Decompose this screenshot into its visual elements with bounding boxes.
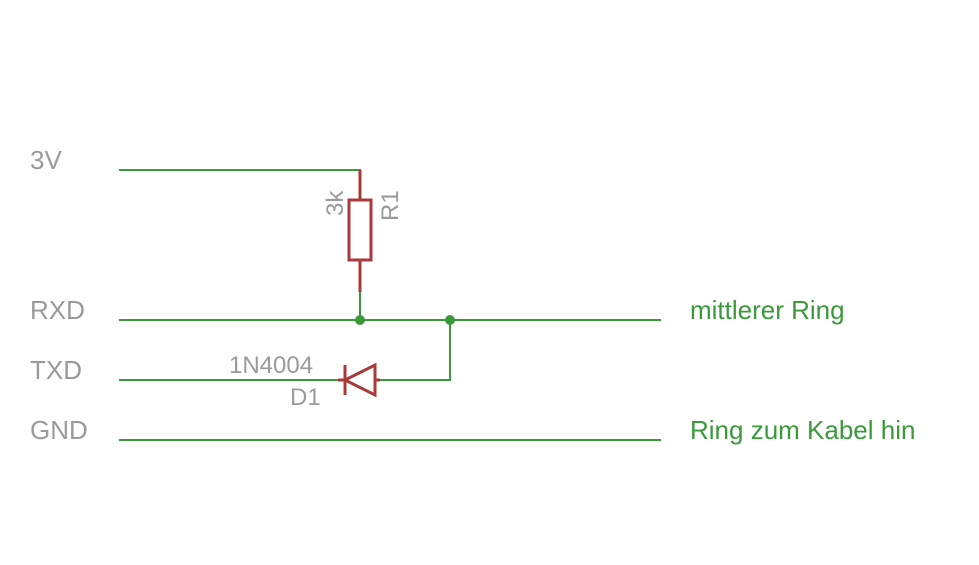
net-label-txd: TXD: [30, 355, 82, 385]
resistor-value-label: 3k: [322, 190, 349, 216]
net-label-rxd: RXD: [30, 295, 85, 325]
diode-value-label: 1N4004: [229, 352, 313, 379]
resistor-r1: [347, 198, 373, 262]
net-label-gnd: GND: [30, 415, 88, 445]
diode-d1: [338, 362, 380, 398]
resistor-ref-label: R1: [377, 190, 404, 221]
diode-triangle: [341, 362, 377, 398]
net-label-3v: 3V: [30, 145, 62, 175]
diode-ref-label: D1: [290, 384, 321, 411]
connection-label-gnd: Ring zum Kabel hin: [690, 415, 915, 445]
wire-diode-branch: [378, 320, 451, 381]
junction-dot-resistor: [355, 315, 365, 325]
connection-label-rxd: mittlerer Ring: [690, 295, 845, 325]
